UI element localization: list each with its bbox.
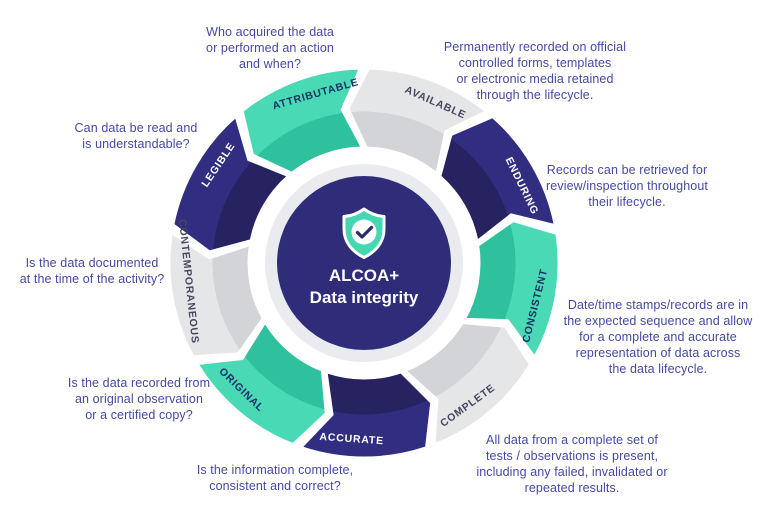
check-mark	[355, 225, 374, 239]
segment-available	[348, 68, 486, 173]
check-circle	[351, 219, 377, 245]
segment-complete	[406, 323, 530, 444]
segment-accurate	[301, 372, 432, 458]
segment-enduring	[440, 117, 555, 241]
segment-contemporaneous	[169, 233, 263, 357]
note-consistent: Date/time stamps/records are in the expe…	[563, 298, 753, 376]
note-contemporaneous: Is the data documented at the time of th…	[19, 256, 165, 286]
note-accurate: Is the information complete, consistent …	[196, 463, 354, 493]
segment-original	[198, 323, 326, 444]
note-available: Permanently recorded on official control…	[443, 40, 627, 102]
center-circle	[277, 176, 451, 350]
segment-consistent	[465, 221, 559, 357]
note-enduring: Records can be retrieved for review/insp…	[546, 163, 708, 209]
note-legible: Can data be read and is understandable?	[74, 121, 198, 151]
segment-legible	[173, 117, 288, 252]
arrow-ring: ATTRIBUTABLELEGIBLECONTEMPORANEOUSORIGIN…	[169, 68, 559, 458]
note-complete: All data from a complete set of tests / …	[476, 433, 668, 495]
note-original: Is the data recorded from an original ob…	[67, 376, 211, 422]
segment-label-accurate: ACCURATE	[319, 431, 384, 447]
diagram-title-line2: Data integrity	[310, 288, 419, 307]
shield-check-icon	[342, 207, 386, 259]
segment-attributable	[242, 68, 362, 173]
note-attributable: Who acquired the data or performed an ac…	[206, 25, 334, 71]
diagram-title-line1: ALCOA+	[329, 266, 399, 285]
